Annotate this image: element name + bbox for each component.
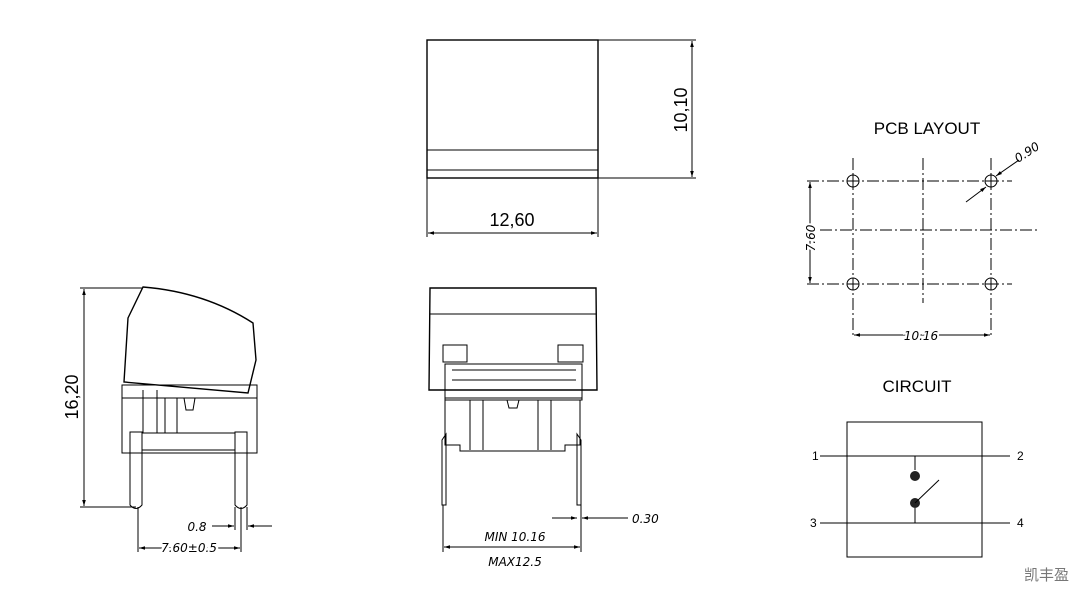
pcb-layout: PCB LAYOUT 0.90 7.60 10.16	[802, 119, 1042, 345]
pcb-layout-title: PCB LAYOUT	[874, 119, 980, 138]
height-label: 16,20	[62, 374, 82, 419]
circuit-diagram: CIRCUIT 1 2 3 4	[810, 377, 1024, 558]
pin-3-label: 3	[810, 516, 817, 530]
right-pin	[234, 431, 248, 509]
pin-width-label: 0.8	[187, 520, 206, 534]
width-label: 12,60	[489, 210, 534, 230]
left-pin	[129, 431, 143, 509]
front-view: MIN 10.16 MAX12.5 0.30	[428, 287, 659, 569]
max-spacing-label: MAX12.5	[488, 555, 542, 569]
left-pin	[441, 432, 447, 506]
pin-1-label: 1	[812, 449, 819, 463]
pin-2-label: 2	[1017, 449, 1024, 463]
hole-diameter-label: 0.90	[1012, 139, 1042, 165]
circuit-title: CIRCUIT	[883, 377, 952, 396]
side-view: 16,20 0.8 7.60±0.5 0.8	[62, 286, 272, 558]
switch-lever	[914, 479, 940, 504]
pin-pitch-label: 7.60±0.5	[161, 541, 217, 555]
vertical-pitch-label: 7.60	[804, 224, 818, 251]
actuator-cap	[123, 286, 257, 394]
watermark: 凯丰盈	[1024, 566, 1069, 584]
min-spacing-label: MIN 10.16	[484, 530, 545, 544]
top-view: 10,10 12,60	[426, 39, 696, 237]
top-view-body	[426, 39, 599, 179]
contact-dot	[910, 471, 920, 481]
horizontal-pitch-label: 10.16	[904, 329, 939, 343]
switch-body	[846, 421, 983, 558]
pin-thickness-label: 0.30	[632, 512, 659, 526]
height-label: 10,10	[671, 87, 691, 132]
pin-4-label: 4	[1017, 516, 1024, 530]
front-cap	[428, 287, 598, 391]
